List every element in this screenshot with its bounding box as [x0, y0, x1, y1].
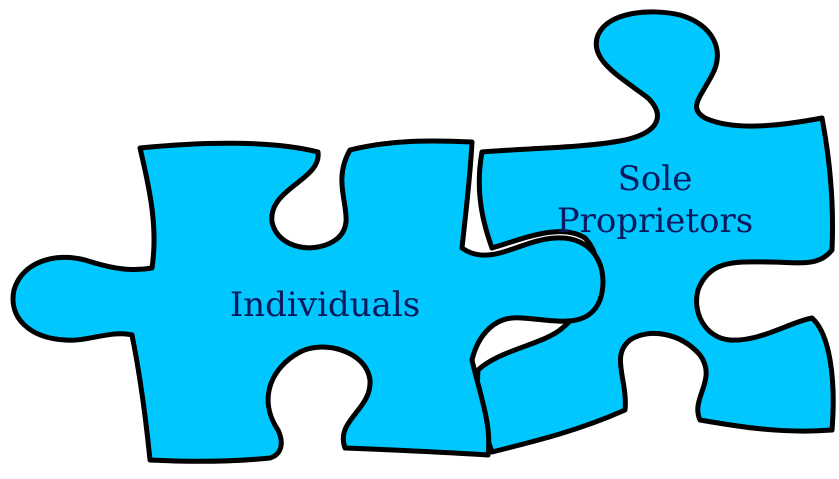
- sole-proprietors-label-line-1: Sole: [618, 159, 693, 199]
- puzzle-piece-individuals: Individuals: [10, 138, 606, 464]
- individuals-label: Individuals: [230, 285, 420, 325]
- sole-proprietors-piece-shape: [475, 9, 836, 455]
- puzzle-piece-sole-proprietors: Sole Proprietors: [475, 9, 836, 455]
- sole-proprietors-label-line-2: Proprietors: [557, 201, 753, 241]
- individuals-piece-shape: [10, 138, 606, 464]
